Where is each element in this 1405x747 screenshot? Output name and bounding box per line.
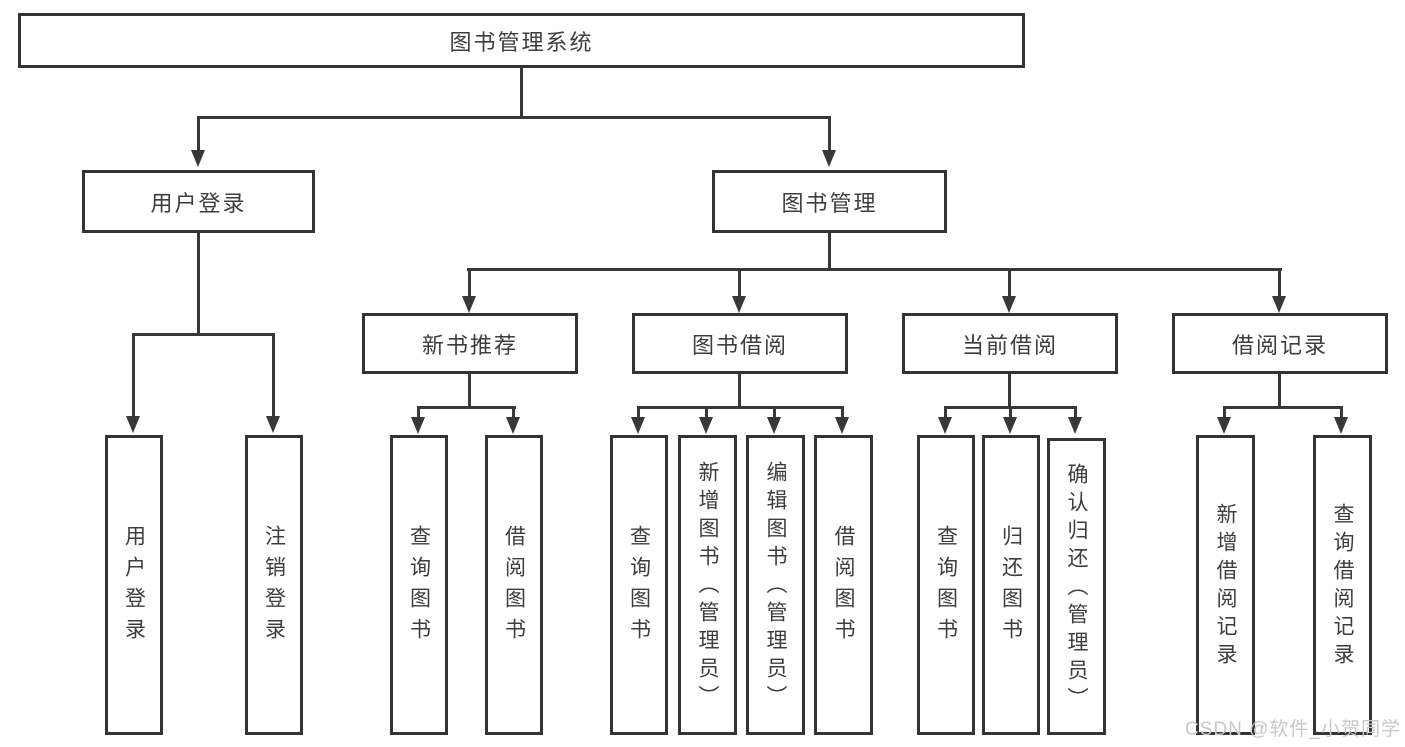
connector-line xyxy=(1008,270,1011,297)
arrow-down-icon xyxy=(1334,417,1348,434)
connector-line xyxy=(1008,374,1011,406)
leaf-user-login: 用户登录 xyxy=(105,435,163,735)
connector-line xyxy=(272,335,275,417)
node-user-login: 用户登录 xyxy=(82,170,315,233)
connector-line xyxy=(1009,408,1012,418)
connector-line xyxy=(637,406,844,409)
leaf-confirm-return-admin: 确认归还（管理员） xyxy=(1047,438,1106,735)
connector-line xyxy=(512,408,515,418)
connector-line xyxy=(1223,408,1226,418)
leaf-borrow-books-recommend: 借阅图书 xyxy=(485,435,543,735)
node-current-borrowing: 当前借阅 xyxy=(902,313,1118,374)
connector-line xyxy=(841,408,844,418)
connector-line xyxy=(467,268,1282,271)
arrow-down-icon xyxy=(462,296,476,313)
connector-line xyxy=(197,118,200,151)
connector-line xyxy=(828,233,831,270)
leaf-query-books-recommend: 查询图书 xyxy=(390,435,448,735)
leaf-query-borrow-record: 查询借阅记录 xyxy=(1313,435,1372,735)
connector-line xyxy=(1223,406,1343,409)
arrow-down-icon xyxy=(699,417,713,434)
connector-line xyxy=(197,116,831,119)
arrow-down-icon xyxy=(835,417,849,434)
connector-line xyxy=(738,270,741,297)
leaf-add-books-admin: 新增图书（管理员） xyxy=(678,435,737,735)
leaf-edit-books-admin: 编辑图书（管理员） xyxy=(746,435,805,735)
connector-line xyxy=(132,333,275,336)
connector-line xyxy=(468,374,471,406)
node-borrowing-records: 借阅记录 xyxy=(1172,313,1388,374)
arrow-down-icon xyxy=(1272,296,1286,313)
connector-line xyxy=(1074,408,1077,418)
node-new-book-recommend: 新书推荐 xyxy=(362,313,578,374)
arrow-down-icon xyxy=(732,296,746,313)
arrow-down-icon xyxy=(822,150,836,167)
arrow-down-icon xyxy=(631,417,645,434)
connector-line xyxy=(705,408,708,418)
connector-line xyxy=(132,335,135,417)
connector-line xyxy=(1340,408,1343,418)
connector-line xyxy=(417,408,420,418)
arrow-down-icon xyxy=(1217,417,1231,434)
connector-line xyxy=(828,118,831,151)
arrow-down-icon xyxy=(266,416,280,433)
arrow-down-icon xyxy=(411,417,425,434)
connector-line xyxy=(944,406,1077,409)
connector-line xyxy=(637,408,640,418)
connector-line xyxy=(738,374,741,406)
arrow-down-icon xyxy=(506,417,520,434)
leaf-borrow-books: 借阅图书 xyxy=(814,435,873,735)
leaf-query-books-current: 查询图书 xyxy=(917,435,975,735)
node-book-management: 图书管理 xyxy=(712,170,947,233)
arrow-down-icon xyxy=(1002,296,1016,313)
connector-line xyxy=(944,408,947,418)
node-library-management-system: 图书管理系统 xyxy=(18,13,1025,68)
arrow-down-icon xyxy=(1068,417,1082,434)
arrow-down-icon xyxy=(126,416,140,433)
connector-line xyxy=(773,408,776,418)
connector-line xyxy=(520,68,523,118)
connector-line xyxy=(417,406,516,409)
connector-line xyxy=(1278,270,1281,297)
arrow-down-icon xyxy=(767,417,781,434)
connector-line xyxy=(468,270,471,297)
node-book-borrowing: 图书借阅 xyxy=(632,313,848,374)
arrow-down-icon xyxy=(1003,417,1017,434)
leaf-add-borrow-record: 新增借阅记录 xyxy=(1196,435,1255,735)
connector-line xyxy=(197,233,200,335)
watermark: CSDN @软件_小贺同学 xyxy=(1185,719,1401,740)
leaf-return-books: 归还图书 xyxy=(982,435,1040,735)
arrow-down-icon xyxy=(938,417,952,434)
connector-line xyxy=(1278,374,1281,406)
leaf-query-books-borrowing: 查询图书 xyxy=(610,435,668,735)
leaf-logout: 注销登录 xyxy=(245,435,303,735)
arrow-down-icon xyxy=(191,150,205,167)
